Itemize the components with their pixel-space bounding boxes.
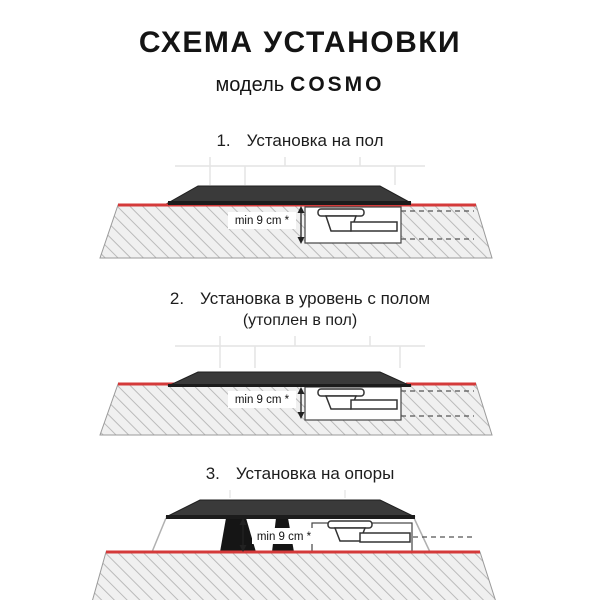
section-3-number: 3. [205,464,220,483]
shower-tray [167,371,412,387]
dim-label-1: min 9 cm * [235,215,290,227]
section-flush-install: 2. Установка в уровень с полом (утоплен в… [0,289,600,440]
dimension-min-depth: min 9 cm * [228,206,305,244]
illustration-flush-install: min 9 cm * [99,336,493,436]
floor-slab [92,551,496,600]
dim-label-2: min 9 cm * [235,394,290,406]
drain-siphon [311,520,476,553]
dim-label-3: min 9 cm * [257,531,312,543]
wall-tile-joints [175,336,425,368]
illustration-3-wrap: min 9 cm * [0,490,600,600]
section-1-number: 1. [216,131,231,150]
drain-siphon [317,208,398,232]
illustration-supports-install: min 9 cm * [92,490,496,600]
shower-tray [166,185,412,205]
section-1-title: Установка на пол [246,131,384,150]
illustration-2-wrap: min 9 cm * [0,336,600,440]
drain-siphon [317,388,398,410]
section-2-heading: 2. Установка в уровень с полом [0,289,600,309]
dimension-min-height: min 9 cm * [239,518,316,552]
section-1-heading: 1. Установка на пол [0,131,600,151]
shower-tray [165,499,416,519]
section-3-heading: 3. Установка на опоры [0,464,600,484]
section-3-title: Установка на опоры [235,464,395,483]
wall-tile-joints [175,157,425,185]
section-2-number: 2. [169,289,185,308]
illustration-floor-install: min 9 cm * [99,157,493,259]
page-title: СХЕМА УСТАНОВКИ [138,26,462,59]
model-name: COSMO [290,73,385,96]
model-label: модель [215,74,285,96]
illustration-1-wrap: min 9 cm * [0,157,600,263]
section-floor-install: 1. Установка на пол [0,131,600,263]
tray-side-edges [151,517,431,553]
section-supports-install: 3. Установка на опоры [0,464,600,600]
wall-tile-joints [229,490,346,498]
section-2-title: Установка в уровень с полом [200,289,431,308]
section-2-subtitle: (утоплен в пол) [242,312,358,329]
dimension-min-depth: min 9 cm * [228,387,305,419]
